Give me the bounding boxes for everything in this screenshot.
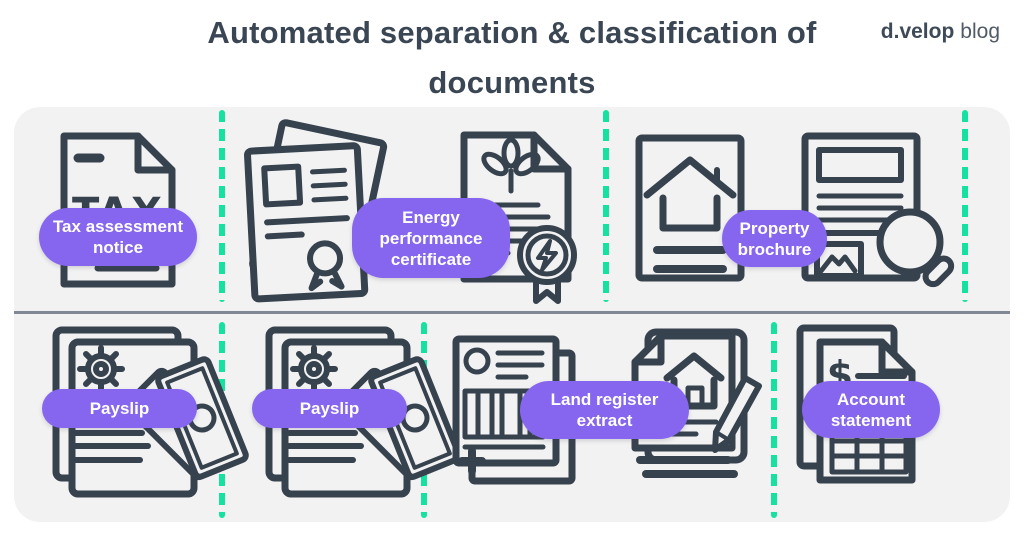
stacked-certificate-icon xyxy=(244,119,388,303)
row-divider-line xyxy=(14,311,1010,314)
label-pill-tax-assessment-notice: Tax assessment notice xyxy=(39,208,197,266)
separator-dashed-line xyxy=(603,110,609,302)
label-pill-land-register-extract: Land register extract xyxy=(520,381,689,439)
label-pill-account-statement: Account statement xyxy=(802,381,940,438)
brochure-with-magnifier-icon xyxy=(801,132,955,288)
label-pill-payslip: Payslip xyxy=(42,389,197,428)
logo-suffix: blog xyxy=(960,20,1000,43)
label-pill-property-brochure: Property brochure xyxy=(722,210,827,267)
house-flyer-icon xyxy=(635,134,745,282)
separator-dashed-line xyxy=(219,110,225,302)
page-title: Automated separation & classification of… xyxy=(207,15,817,100)
label-pill-payslip: Payslip xyxy=(252,389,407,428)
separator-dashed-line xyxy=(771,322,777,518)
logo-brand: d.velop xyxy=(880,20,955,43)
separator-dashed-line xyxy=(962,110,968,302)
label-pill-energy-performance-certificate: Energy performance certificate xyxy=(352,198,510,278)
